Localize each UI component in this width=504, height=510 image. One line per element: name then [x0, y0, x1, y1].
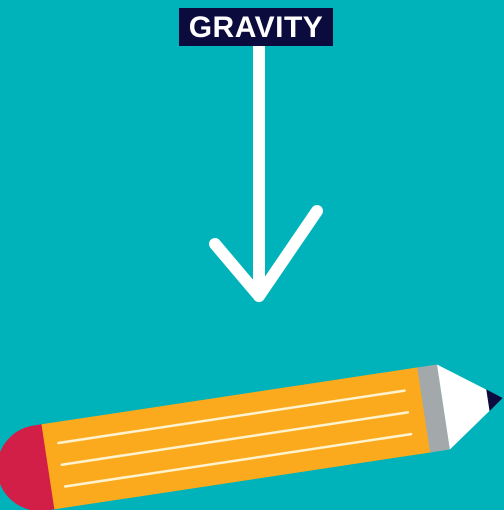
gravity-label: GRAVITY: [179, 8, 333, 46]
